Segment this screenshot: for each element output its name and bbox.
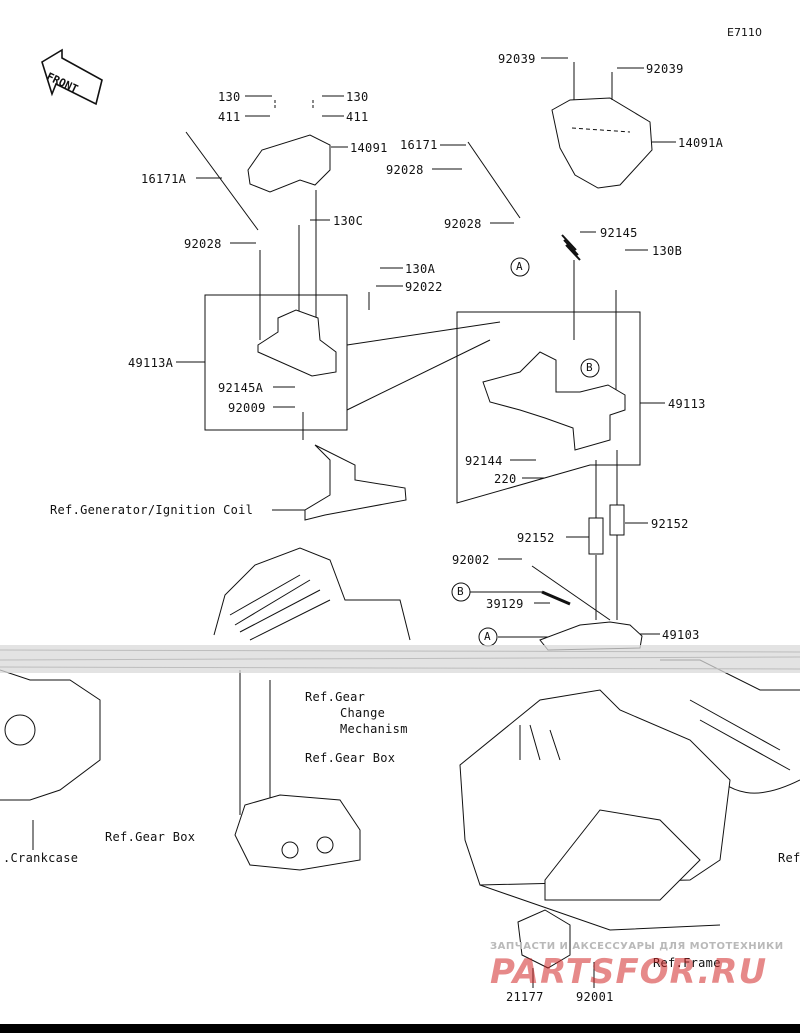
part-130C[interactable]: 130C (333, 214, 364, 228)
watermark-logo: PARTSFOR.RU (490, 952, 768, 992)
ref-gear-line2: Change (340, 706, 386, 720)
frame-drawing (459, 689, 731, 931)
part-92039[interactable]: 92039 (498, 52, 536, 66)
ref-crankcase[interactable]: .Crankcase (3, 851, 79, 865)
ref-generator[interactable]: Ref.Generator/Ignition Coil (50, 503, 254, 517)
ref-right: Ref (778, 851, 800, 865)
diagram-code: E7110 (727, 26, 762, 39)
callout-A: A (484, 630, 491, 643)
part-411[interactable]: 411 (218, 110, 241, 124)
part-92039[interactable]: 92039 (646, 62, 684, 76)
part-92152[interactable]: 92152 (651, 517, 689, 531)
part-21177[interactable]: 21177 (506, 990, 544, 1004)
bottom-bar (0, 1024, 800, 1033)
part-92022[interactable]: 92022 (405, 280, 443, 294)
callout-B: B (457, 585, 464, 598)
gearbox-drawing (234, 794, 361, 871)
engine-cylinder-drawing (213, 547, 411, 641)
part-92001[interactable]: 92001 (576, 990, 614, 1004)
front-arrow-icon (41, 48, 103, 106)
part-411[interactable]: 411 (346, 110, 369, 124)
part-92145A[interactable]: 92145A (218, 381, 264, 395)
part-92002[interactable]: 92002 (452, 553, 490, 567)
ref-gearbox[interactable]: Ref.Gear Box (105, 830, 196, 844)
callout-B: B (586, 361, 593, 374)
part-92145[interactable]: 92145 (600, 226, 638, 240)
part-49103[interactable]: 49103 (662, 628, 700, 642)
part-92152[interactable]: 92152 (517, 531, 555, 545)
part-130[interactable]: 130 (346, 90, 369, 104)
part-92144[interactable]: 92144 (465, 454, 503, 468)
part-130B[interactable]: 130B (652, 244, 683, 258)
crankcase-drawing (0, 669, 101, 850)
part-130[interactable]: 130 (218, 90, 241, 104)
part-16171A[interactable]: 16171A (141, 172, 187, 186)
ref-gear-line3: Mechanism (340, 722, 408, 736)
part-49113[interactable]: 49113 (668, 397, 706, 411)
part-49113A[interactable]: 49113A (128, 356, 174, 370)
ref-frame[interactable]: Ref.Frame (653, 956, 721, 970)
callout-A: A (516, 260, 523, 273)
part-39129[interactable]: 39129 (486, 597, 524, 611)
part-92028[interactable]: 92028 (184, 237, 222, 251)
ref-gearbox[interactable]: Ref.Gear Box (305, 751, 396, 765)
ref-gear-line1[interactable]: Ref.Gear (305, 690, 366, 704)
part-130A[interactable]: 130A (405, 262, 436, 276)
part-92009[interactable]: 92009 (228, 401, 266, 415)
part-92028[interactable]: 92028 (386, 163, 424, 177)
part-92028[interactable]: 92028 (444, 217, 482, 231)
part-220[interactable]: 220 (494, 472, 517, 486)
part-14091A[interactable]: 14091A (678, 136, 724, 150)
part-16171[interactable]: 16171 (400, 138, 438, 152)
part-14091[interactable]: 14091 (350, 141, 388, 155)
watermark-line1: ЗАПЧАСТИ И АКСЕССУАРЫ ДЛЯ МОТОТЕХНИКИ (490, 941, 784, 952)
